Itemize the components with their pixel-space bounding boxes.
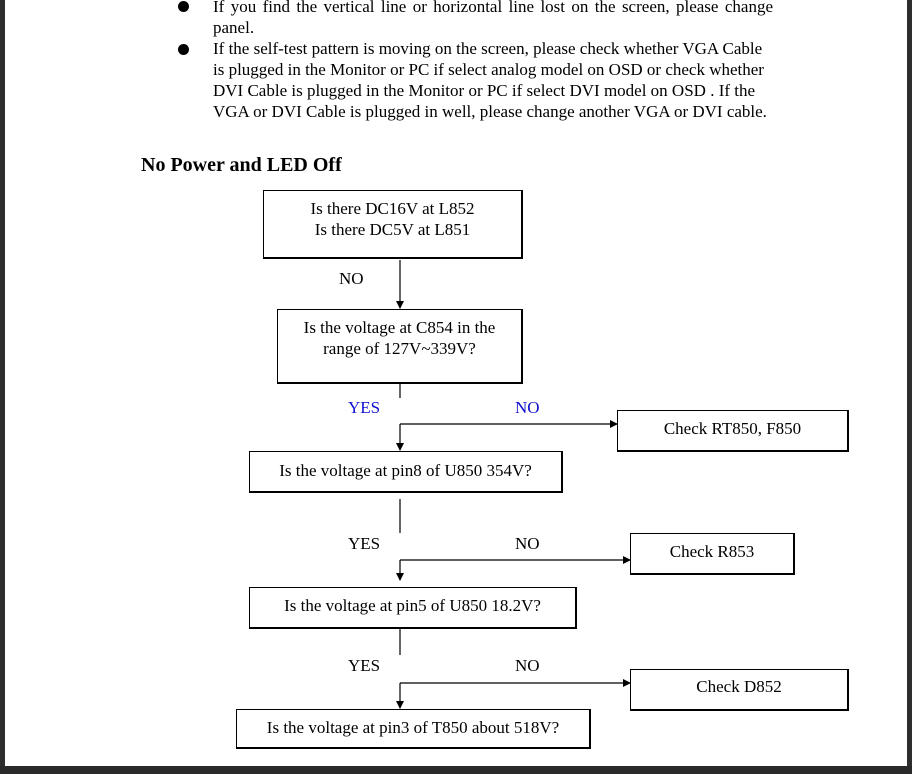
box-text-line: Is the voltage at pin3 of T850 about 518… xyxy=(266,718,560,737)
flowchart-box-check-rt850: Check RT850, F850 xyxy=(617,410,849,452)
flow-label-no: NO xyxy=(339,269,364,288)
flowchart-connectors xyxy=(396,260,631,709)
flowchart-box-c854-voltage-check: Is the voltage at C854 in the range of 1… xyxy=(277,309,523,384)
flowchart-box-check-d852: Check D852 xyxy=(630,669,849,711)
flow-label-yes: YES xyxy=(348,534,381,553)
flowchart-box-dc-voltage-check: Is there DC16V at L852 Is there DC5V at … xyxy=(263,190,523,259)
viewer-bottom-edge xyxy=(0,766,912,774)
bullet-dot-1 xyxy=(178,1,189,12)
bullet-dot-2 xyxy=(178,44,189,55)
bullet-item-1: If you find the vertical line or horizon… xyxy=(213,0,773,37)
flowchart-box-u850-pin5-check: Is the voltage at pin5 of U850 18.2V? xyxy=(249,587,577,629)
flowchart-box-u850-pin8-check: Is the voltage at pin8 of U850 354V? xyxy=(249,451,563,493)
box-text-line: Is the voltage at pin5 of U850 18.2V? xyxy=(284,596,541,615)
box-text-line: Is the voltage at C854 in the xyxy=(303,318,496,337)
box-text-line: Is the voltage at pin8 of U850 354V? xyxy=(279,461,532,480)
box-text-line: range of 127V~339V? xyxy=(323,339,476,358)
box-text-line: Check R853 xyxy=(669,542,755,561)
bullet-item-2: If the self-test pattern is moving on th… xyxy=(213,39,767,121)
document-page: If you find the vertical line or horizon… xyxy=(5,0,907,766)
box-text-line: Is there DC16V at L852 xyxy=(310,199,475,218)
box-text-line: Check RT850, F850 xyxy=(663,419,802,438)
flowchart-box-t850-pin3-check: Is the voltage at pin3 of T850 about 518… xyxy=(236,709,591,749)
flow-label-no: NO xyxy=(515,534,540,553)
flow-label-no: NO xyxy=(515,656,540,675)
flow-label-yes: YES xyxy=(348,656,381,675)
section-heading: No Power and LED Off xyxy=(141,154,342,176)
flow-label-yes: YES xyxy=(348,398,381,417)
flowchart-box-check-r853: Check R853 xyxy=(630,533,795,575)
box-text-line: Is there DC5V at L851 xyxy=(314,220,471,239)
flow-label-no: NO xyxy=(515,398,540,417)
box-text-line: Check D852 xyxy=(696,677,782,696)
